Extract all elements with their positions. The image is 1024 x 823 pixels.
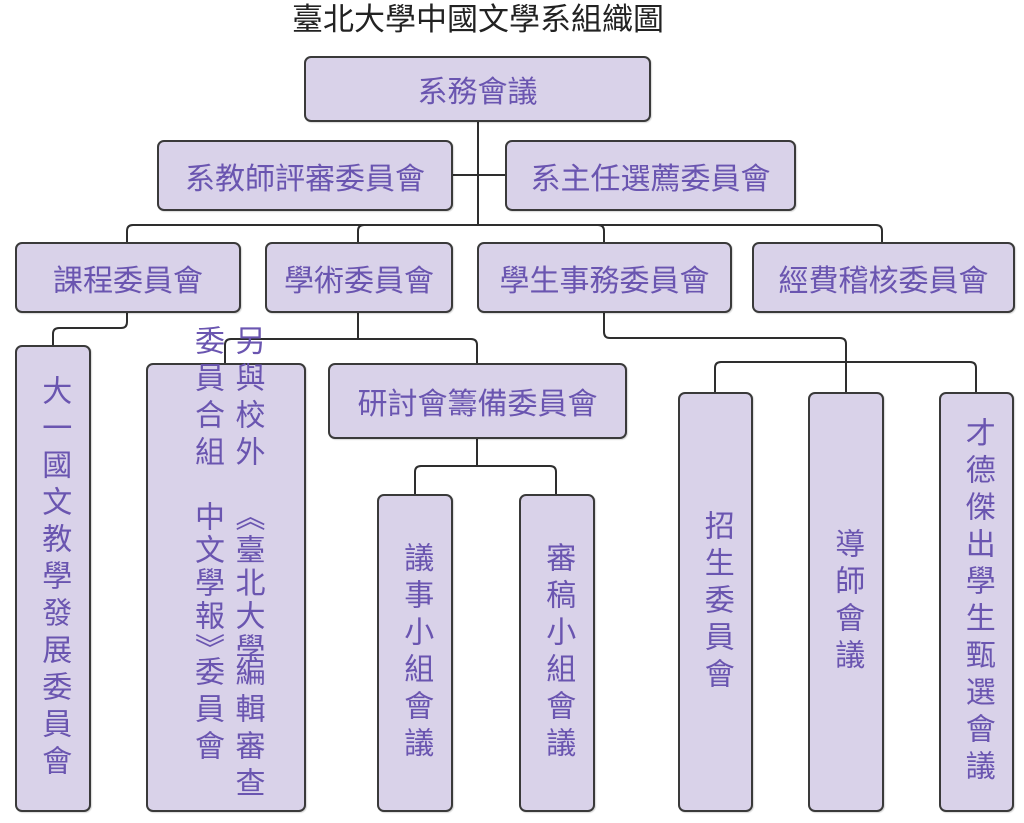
node-admissions-committee: 招生委員會 <box>678 392 753 812</box>
node-mentor-meeting: 導師會議 <box>808 392 884 812</box>
node-symposium-committee: 研討會籌備委員會 <box>328 363 627 439</box>
connector-level3-bus <box>126 224 883 243</box>
journal-text-line-2: 《臺北大學中文學報》 <box>189 500 265 666</box>
node-chair-selection-committee: 系主任選薦委員會 <box>505 140 796 211</box>
node-journal-review-committee: 另與校外委員合組 《臺北大學中文學報》 編輯審查委員會 <box>146 325 306 812</box>
connector-academic-drop <box>357 224 365 243</box>
connector-student-bus <box>714 361 977 392</box>
node-freshman-chinese-committee: 大一國文教學發展委員會 <box>15 345 91 812</box>
node-outstanding-student-selection: 才德傑出學生甄選會議 <box>939 392 1014 812</box>
connector-academic-children <box>224 312 478 363</box>
connector-student-drop <box>597 224 605 243</box>
journal-text-line-3: 編輯審查委員會 <box>189 656 265 805</box>
node-agenda-group-meeting: 議事小組會議 <box>377 494 453 812</box>
node-department-affairs-meeting: 系務會議 <box>304 56 651 122</box>
node-academic-committee: 學術委員會 <box>265 242 453 313</box>
node-review-group-meeting: 審稿小組會議 <box>519 494 595 812</box>
chart-title: 臺北大學中國文學系組織圖 <box>292 2 664 38</box>
node-curriculum-committee: 課程委員會 <box>15 242 241 313</box>
connector-curriculum-child <box>52 312 128 345</box>
connector-student-children <box>603 312 847 392</box>
node-student-affairs-committee: 學生事務委員會 <box>477 242 732 313</box>
journal-text-line-1: 另與校外委員合組 <box>189 325 265 473</box>
connector-symposium-children <box>414 438 557 494</box>
node-budget-audit-committee: 經費稽核委員會 <box>752 242 1015 313</box>
node-faculty-review-committee: 系教師評審委員會 <box>157 140 453 211</box>
